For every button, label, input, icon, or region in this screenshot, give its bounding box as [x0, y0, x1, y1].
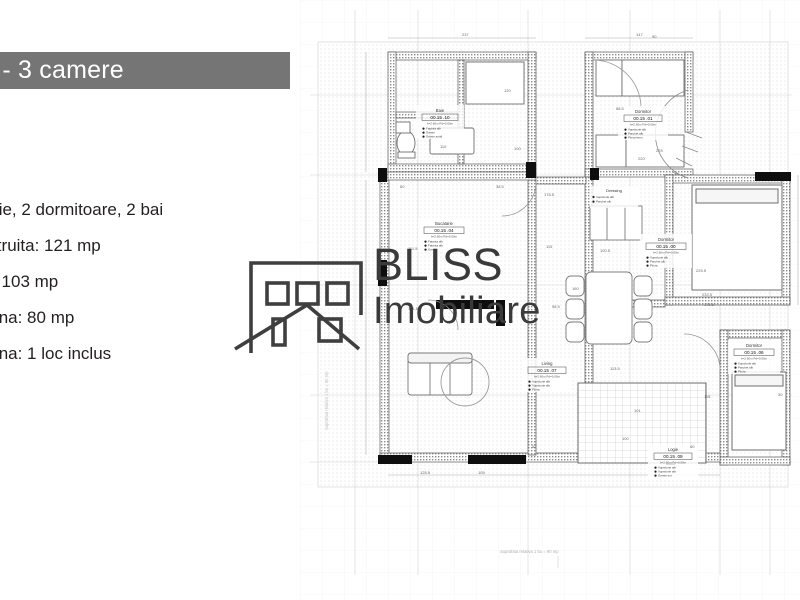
svg-text:Dormitor: Dormitor [746, 343, 763, 348]
svg-text:225: 225 [656, 148, 663, 153]
svg-text:Gresie antid: Gresie antid [426, 135, 443, 139]
svg-text:Dormitor: Dormitor [635, 109, 652, 114]
svg-text:100: 100 [514, 146, 521, 151]
svg-text:Parchet alb: Parchet alb [596, 200, 612, 204]
svg-text:Vopsitorie alb: Vopsitorie alb [658, 470, 676, 474]
svg-text:101.5: 101.5 [408, 306, 419, 311]
svg-text:Baie: Baie [436, 108, 445, 113]
svg-text:147: 147 [636, 32, 643, 37]
svg-text:Gresie: Gresie [428, 248, 437, 252]
svg-text:00.15 .07: 00.15 .07 [537, 368, 557, 373]
svg-text:52: 52 [532, 444, 537, 449]
svg-text:237: 237 [462, 32, 469, 37]
svg-text:00.15 .04: 00.15 .04 [434, 228, 454, 233]
svg-text:Vopsitorie alb: Vopsitorie alb [596, 195, 614, 199]
svg-text:125.5: 125.5 [420, 470, 431, 475]
svg-text:120: 120 [504, 88, 511, 93]
svg-text:38.5: 38.5 [496, 184, 505, 189]
svg-text:Parchet alb: Parchet alb [738, 366, 754, 370]
plan-caption: Suprafata relativa 1 bu = 90 mp [500, 549, 559, 554]
svg-text:110: 110 [440, 144, 447, 149]
listing-title-banner: ment - 3 camere [0, 52, 290, 89]
svg-text:115: 115 [704, 394, 711, 399]
spec-line-usable-area: ta utila: 103 mp [0, 272, 59, 291]
svg-text:90: 90 [652, 34, 657, 39]
svg-text:Plinta: Plinta [650, 264, 658, 268]
spec-line-parking: subterana: 1 loc inclus [0, 344, 112, 363]
svg-text:220: 220 [638, 156, 645, 161]
svg-text:115: 115 [546, 244, 553, 249]
svg-text:Logie: Logie [668, 447, 679, 452]
svg-text:233.5: 233.5 [702, 292, 713, 297]
svg-text:30: 30 [778, 392, 783, 397]
svg-text:Faianta alb: Faianta alb [428, 244, 443, 248]
floor-plan: Baie 00.15 .10 h=2.60m Pd=0.00m Faianta … [300, 0, 800, 600]
svg-text:h=2.60m Pd=0.00m: h=2.60m Pd=0.00m [660, 461, 687, 465]
svg-text:Gresie ext: Gresie ext [658, 474, 672, 478]
plan-vertical-note: Suprafata relativa 1 bu = 90 mp [324, 371, 329, 430]
svg-text:80: 80 [690, 444, 695, 449]
svg-text:100: 100 [622, 436, 629, 441]
banner-title-suffix: - 3 camere [2, 56, 124, 84]
svg-text:160: 160 [572, 286, 579, 291]
svg-text:105: 105 [478, 470, 485, 475]
svg-text:h=2.60m Pd=0.00m: h=2.60m Pd=0.00m [431, 235, 458, 239]
svg-text:58.5: 58.5 [616, 106, 625, 111]
spec-line-garden-area: ta gradina: 80 mp [0, 308, 75, 327]
svg-text:Plinta: Plinta [738, 370, 746, 374]
svg-text:Vopsitorie alb: Vopsitorie alb [532, 384, 550, 388]
svg-text:111.5: 111.5 [408, 246, 418, 251]
svg-text:Vopsitorie alb: Vopsitorie alb [628, 128, 646, 132]
svg-text:Faianta alb: Faianta alb [426, 127, 441, 131]
svg-text:Bucatarie: Bucatarie [435, 221, 453, 226]
svg-text:113.5: 113.5 [610, 366, 620, 371]
svg-text:Vopsitorie alb: Vopsitorie alb [650, 256, 668, 260]
svg-text:00.15 .06: 00.15 .06 [744, 350, 764, 355]
spec-line-rooms: bucatarie, 2 dormitoare, 2 bai [0, 200, 164, 219]
svg-text:Parchet alb: Parchet alb [628, 132, 644, 136]
spec-line-built-area: ta construita: 121 mp [0, 236, 101, 255]
svg-text:100.5: 100.5 [600, 248, 611, 253]
svg-text:Gresie: Gresie [426, 131, 435, 135]
svg-text:Plinta: Plinta [532, 388, 540, 392]
svg-text:60: 60 [400, 184, 405, 189]
svg-text:Faianta alb: Faianta alb [428, 240, 443, 244]
svg-text:00.15 .01: 00.15 .01 [633, 116, 653, 121]
svg-text:h=2.60m Pd=0.00m: h=2.60m Pd=0.00m [630, 123, 657, 127]
svg-text:98.5: 98.5 [552, 304, 561, 309]
svg-text:00.15 .10: 00.15 .10 [430, 115, 450, 120]
svg-text:101: 101 [634, 408, 641, 413]
svg-text:h=2.60m Pd=0.00m: h=2.60m Pd=0.00m [534, 375, 561, 379]
svg-text:Dressing: Dressing [606, 188, 622, 193]
svg-text:Plinta lemn: Plinta lemn [628, 136, 643, 140]
svg-text:00.15 .09: 00.15 .09 [663, 454, 683, 459]
svg-text:Vopsitorie alb: Vopsitorie alb [532, 380, 550, 384]
svg-text:Dormitor: Dormitor [658, 237, 675, 242]
svg-text:178.5: 178.5 [544, 192, 555, 197]
svg-text:175.5: 175.5 [704, 302, 715, 307]
svg-text:Vopsitorie alb: Vopsitorie alb [738, 362, 756, 366]
svg-text:h=2.60m Pd=0.00m: h=2.60m Pd=0.00m [653, 251, 680, 255]
svg-text:225.5: 225.5 [696, 268, 707, 273]
svg-text:Parchet alb: Parchet alb [650, 260, 666, 264]
svg-text:Living: Living [542, 361, 554, 366]
listing-specs: bucatarie, 2 dormitoare, 2 bai ta constr… [0, 192, 272, 372]
svg-text:h=2.60m Pd=0.00m: h=2.60m Pd=0.00m [741, 357, 768, 361]
svg-text:00.15 .00: 00.15 .00 [656, 244, 676, 249]
svg-text:h=2.60m Pd=0.00m: h=2.60m Pd=0.00m [427, 122, 454, 126]
svg-text:Vopsitorie alb: Vopsitorie alb [658, 466, 676, 470]
